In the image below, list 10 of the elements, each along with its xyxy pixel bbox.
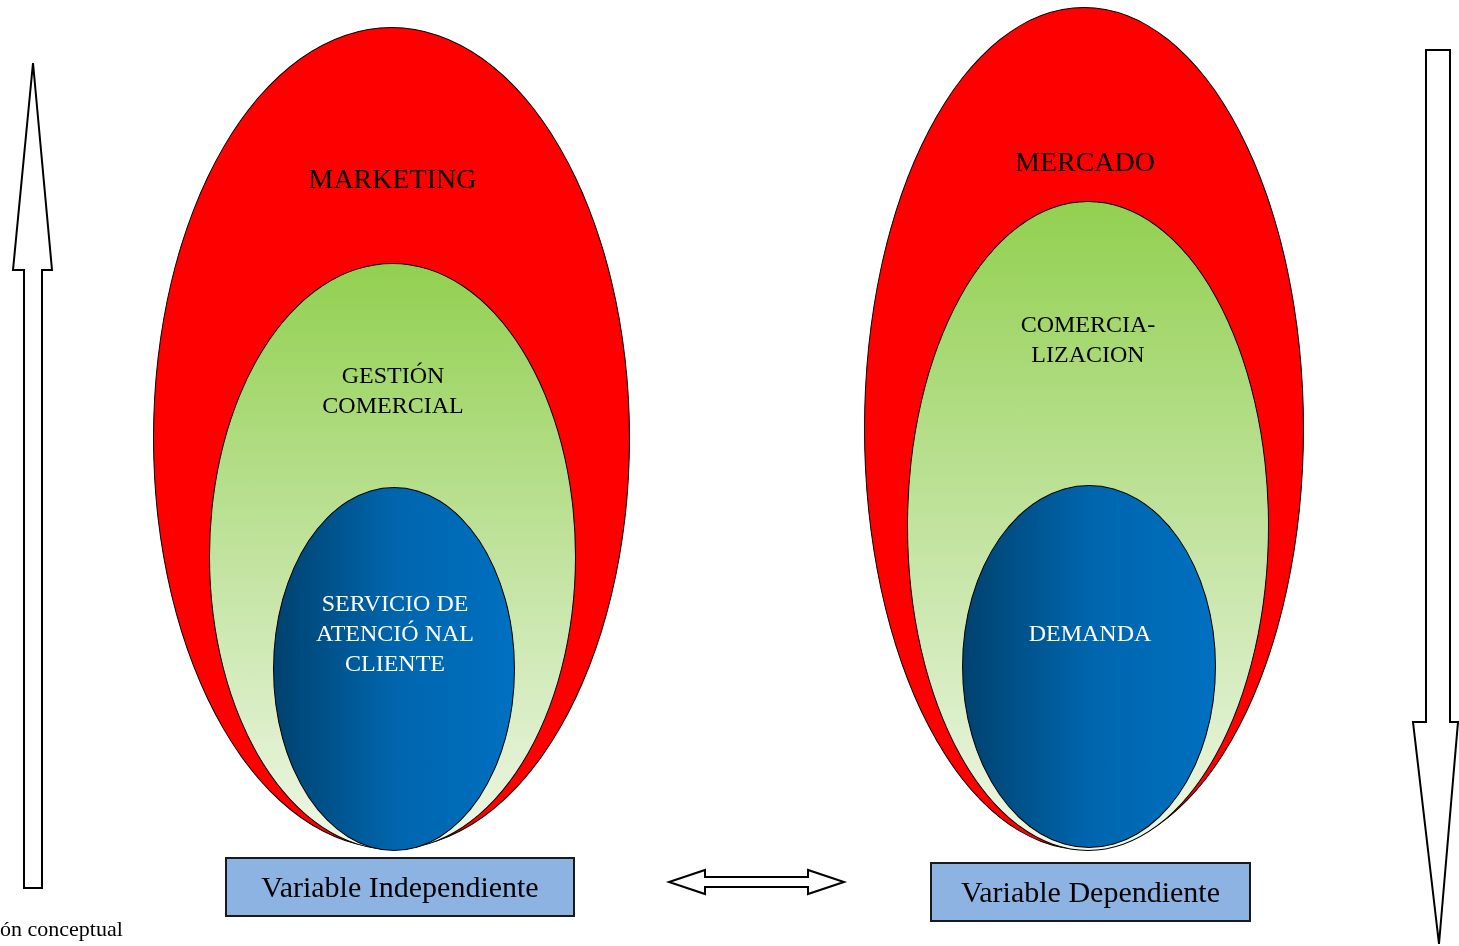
ellipse-label: SERVICIO DE ATENCIÓ NAL CLIENTE [315,589,475,678]
ellipse-label: MERCADO [1014,145,1156,179]
caption-text: ón conceptual [0,916,123,942]
ellipse-label: GESTIÓN COMERCIAL [321,361,465,420]
variable-box: Variable Independiente [225,857,575,917]
variable-box: Variable Dependiente [930,862,1251,922]
ellipse-label: DEMANDA [1027,619,1153,648]
ellipse-label: MARKETING [307,162,478,196]
ellipse-label: COMERCIA- LIZACION [1019,310,1157,369]
double-arrow [665,868,848,896]
